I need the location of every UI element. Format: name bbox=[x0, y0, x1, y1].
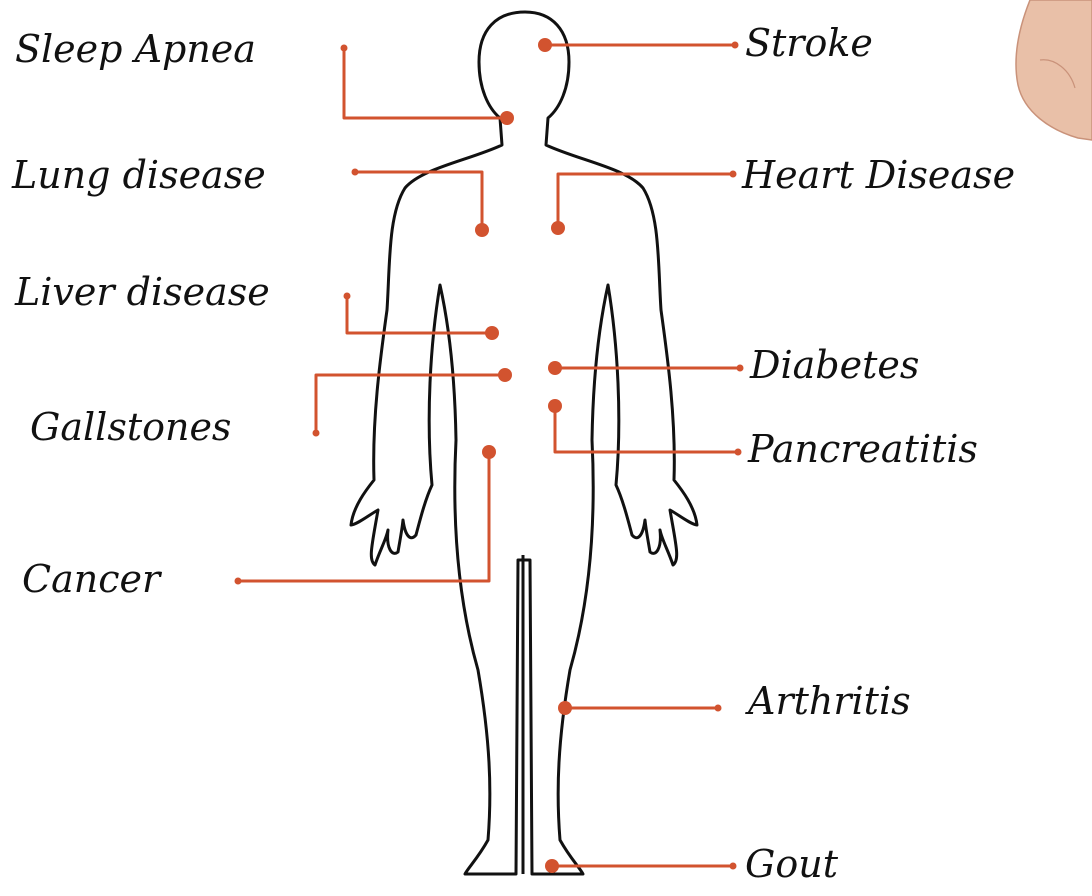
label-diabetes: Diabetes bbox=[750, 346, 919, 384]
leader-pancreatitis bbox=[555, 406, 738, 452]
liver-disease-label-dot bbox=[344, 293, 351, 300]
label-heart-disease: Heart Disease bbox=[742, 156, 1015, 194]
label-stroke: Stroke bbox=[745, 24, 873, 62]
label-lung-disease: Lung disease bbox=[12, 156, 266, 194]
label-arthritis: Arthritis bbox=[748, 682, 911, 720]
heart-disease-label-dot bbox=[730, 171, 737, 178]
gout-body-dot bbox=[545, 859, 559, 873]
lung-disease-body-dot bbox=[475, 223, 489, 237]
heart-disease-body-dot bbox=[551, 221, 565, 235]
gout-label-dot bbox=[730, 863, 737, 870]
label-gallstones: Gallstones bbox=[30, 408, 231, 446]
cancer-body-dot bbox=[482, 445, 496, 459]
lung-disease-label-dot bbox=[352, 169, 359, 176]
cancer-label-dot bbox=[235, 578, 242, 585]
liver-disease-body-dot bbox=[485, 326, 499, 340]
leader-heart-disease bbox=[558, 174, 733, 228]
leader-lung-disease bbox=[355, 172, 482, 230]
diabetes-label-dot bbox=[737, 365, 744, 372]
leader-gallstones bbox=[316, 375, 505, 433]
gallstones-label-dot bbox=[313, 430, 320, 437]
hand-icon bbox=[1016, 0, 1092, 140]
arthritis-body-dot bbox=[558, 701, 572, 715]
diabetes-body-dot bbox=[548, 361, 562, 375]
pancreatitis-body-dot bbox=[548, 399, 562, 413]
gallstones-body-dot bbox=[498, 368, 512, 382]
arthritis-label-dot bbox=[715, 705, 722, 712]
sleep-apnea-label-dot bbox=[341, 45, 348, 52]
stroke-label-dot bbox=[732, 42, 739, 49]
label-pancreatitis: Pancreatitis bbox=[748, 430, 978, 468]
leader-cancer bbox=[238, 452, 489, 581]
label-gout: Gout bbox=[745, 845, 838, 883]
label-sleep-apnea: Sleep Apnea bbox=[15, 30, 256, 68]
sleep-apnea-body-dot bbox=[500, 111, 514, 125]
label-liver-disease: Liver disease bbox=[15, 273, 270, 311]
pancreatitis-label-dot bbox=[735, 449, 742, 456]
leader-liver-disease bbox=[347, 296, 492, 333]
label-cancer: Cancer bbox=[22, 560, 160, 598]
stroke-body-dot bbox=[538, 38, 552, 52]
